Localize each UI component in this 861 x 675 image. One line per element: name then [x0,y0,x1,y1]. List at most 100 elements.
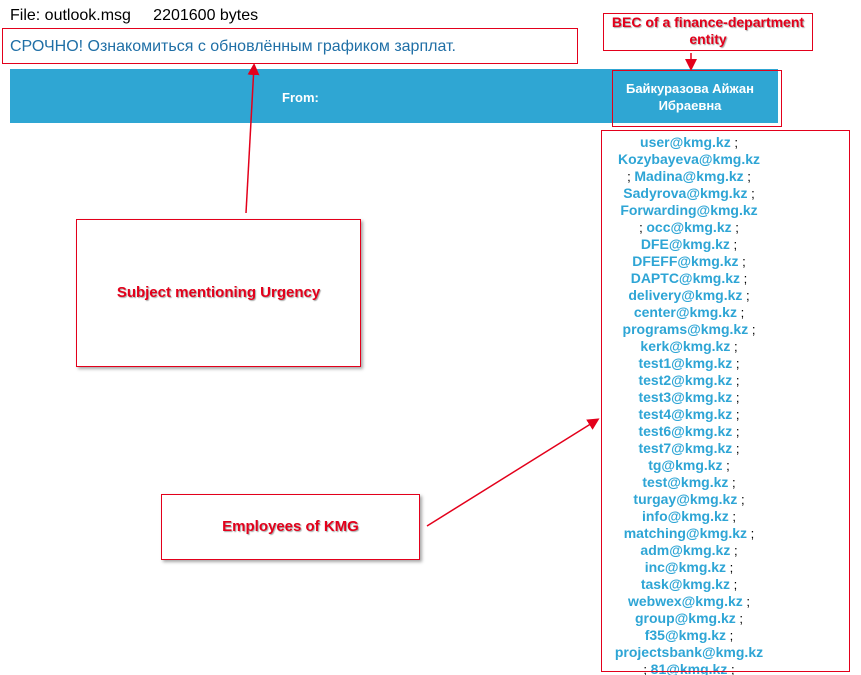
recipient-email-link[interactable]: projectsbank@kmg.kz [614,644,764,660]
sender-name-line-2: Ибраевна [658,98,722,113]
file-size: 2201600 bytes [153,7,259,24]
annotation-bec-label: BEC of a finance-department entity [611,14,805,47]
recipient-separator-trail: ; [730,339,738,354]
recipient-separator-trail: ; [732,441,740,456]
recipient-separator-trail: ; [736,305,745,320]
recipient-separator-trail: ; [742,288,750,303]
recipient-separator-trail: ; [735,611,743,626]
arrow-to-recipients [426,418,600,527]
recipient-email-link[interactable]: kerk@kmg.kz [640,338,731,354]
recipient-item: ; Madina@kmg.kz ; [603,168,775,185]
recipient-email-link[interactable]: DFE@kmg.kz [640,236,730,252]
recipient-email-link[interactable]: task@kmg.kz [640,576,730,592]
recipient-email-link[interactable]: f35@kmg.kz [644,627,727,643]
from-header-bar [10,69,778,123]
recipient-email-link[interactable]: test6@kmg.kz [638,423,733,439]
recipient-item: ; occ@kmg.kz ; [603,219,775,236]
annotation-recipients-highlight [601,130,850,672]
recipient-separator-trail: ; [747,526,755,541]
recipient-item: center@kmg.kz ; [603,304,775,321]
recipient-email-link[interactable]: group@kmg.kz [634,610,736,626]
file-info: File: outlook.msg 2201600 bytes [10,7,258,25]
annotation-employees-callout [161,494,420,560]
recipient-separator-trail: ; [732,356,740,371]
recipient-item: DAPTC@kmg.kz ; [603,270,775,287]
recipient-item: test1@kmg.kz ; [603,355,775,372]
recipient-separator-trail: ; [747,186,755,201]
recipient-list: user@kmg.kz ; Kozybayeva@kmg.kz; Madina@k… [603,134,775,675]
recipient-item: webwex@kmg.kz ; [603,593,775,610]
recipient-item: test7@kmg.kz ; [603,440,775,457]
recipient-email-link[interactable]: Madina@kmg.kz [634,168,744,184]
recipient-separator-trail: ; [731,220,739,235]
recipient-item: tg@kmg.kz ; [603,457,775,474]
from-sender: Байкуразова Айжан Ибраевна [612,80,768,114]
recipient-email-link[interactable]: test1@kmg.kz [638,355,733,371]
recipient-item: test4@kmg.kz ; [603,406,775,423]
recipient-email-link[interactable]: user@kmg.kz [640,134,731,150]
annotation-subject-callout [76,219,361,367]
recipient-separator-lead: ; [639,220,647,235]
recipient-email-link[interactable]: test4@kmg.kz [638,406,733,422]
recipient-email-link[interactable]: test@kmg.kz [642,474,729,490]
recipient-separator-lead: ; [643,662,651,675]
recipient-separator-trail: ; [727,662,735,675]
recipient-separator-trail: ; [742,594,751,609]
recipient-item: test3@kmg.kz ; [603,389,775,406]
recipient-separator-trail: ; [728,475,736,490]
recipient-item: matching@kmg.kz ; [603,525,775,542]
recipient-item: programs@kmg.kz ; [603,321,775,338]
recipient-separator-trail: ; [740,271,748,286]
recipient-email-link[interactable]: info@kmg.kz [641,508,729,524]
recipient-separator-lead: ; [627,169,635,184]
recipient-separator-trail: ; [722,458,730,473]
recipient-email-link[interactable]: matching@kmg.kz [623,525,748,541]
recipient-email-link[interactable]: DAPTC@kmg.kz [630,270,741,286]
annotation-bec-box [603,13,813,51]
recipient-separator-trail: ; [737,492,745,507]
recipient-item: inc@kmg.kz ; [603,559,775,576]
recipient-email-link[interactable]: inc@kmg.kz [644,559,727,575]
recipient-separator-trail: ; [726,628,734,643]
recipient-email-link[interactable]: adm@kmg.kz [640,542,731,558]
recipient-item: DFEFF@kmg.kz ; [603,253,775,270]
recipient-item: turgay@kmg.kz ; [603,491,775,508]
recipient-email-link[interactable]: Forwarding@kmg.kz [620,202,758,218]
recipient-separator-trail: ; [732,390,740,405]
recipient-email-link[interactable]: DFEFF@kmg.kz [632,253,739,269]
recipient-email-link[interactable]: Kozybayeva@kmg.kz [617,151,761,167]
recipient-item: Forwarding@kmg.kz [603,202,775,219]
recipient-email-link[interactable]: center@kmg.kz [633,304,737,320]
recipient-item: Kozybayeva@kmg.kz [603,151,775,168]
recipient-item: f35@kmg.kz ; [603,627,775,644]
recipient-email-link[interactable]: programs@kmg.kz [622,321,749,337]
recipient-item: test@kmg.kz ; [603,474,775,491]
file-name: File: outlook.msg [10,7,131,24]
sender-name-line-1: Байкуразова Айжан [625,81,755,96]
recipient-email-link[interactable]: Sadyrova@kmg.kz [623,185,748,201]
recipient-email-link[interactable]: tg@kmg.kz [648,457,723,473]
recipient-item: delivery@kmg.kz ; [603,287,775,304]
recipient-email-link[interactable]: test2@kmg.kz [638,372,733,388]
recipient-item: Sadyrova@kmg.kz ; [603,185,775,202]
recipient-item: kerk@kmg.kz ; [603,338,775,355]
recipient-item: test2@kmg.kz ; [603,372,775,389]
recipient-email-link[interactable]: turgay@kmg.kz [633,491,738,507]
recipient-separator-trail: ; [743,169,751,184]
annotation-employees-label: Employees of KMG [222,518,359,535]
recipient-email-link[interactable]: delivery@kmg.kz [628,287,743,303]
recipient-item: group@kmg.kz ; [603,610,775,627]
recipient-separator-trail: ; [748,322,756,337]
annotation-subject-highlight [2,28,578,64]
recipient-separator-trail: ; [729,237,738,252]
recipient-email-link[interactable]: test3@kmg.kz [638,389,733,405]
recipient-item: task@kmg.kz ; [603,576,775,593]
recipient-item: DFE@kmg.kz ; [603,236,775,253]
recipient-item: adm@kmg.kz ; [603,542,775,559]
recipient-email-link[interactable]: occ@kmg.kz [646,219,732,235]
recipient-email-link[interactable]: webwex@kmg.kz [627,593,743,609]
recipient-item: projectsbank@kmg.kz [603,644,775,661]
recipient-email-link[interactable]: test7@kmg.kz [638,440,733,456]
recipient-item: test6@kmg.kz ; [603,423,775,440]
recipient-separator-trail: ; [732,407,740,422]
